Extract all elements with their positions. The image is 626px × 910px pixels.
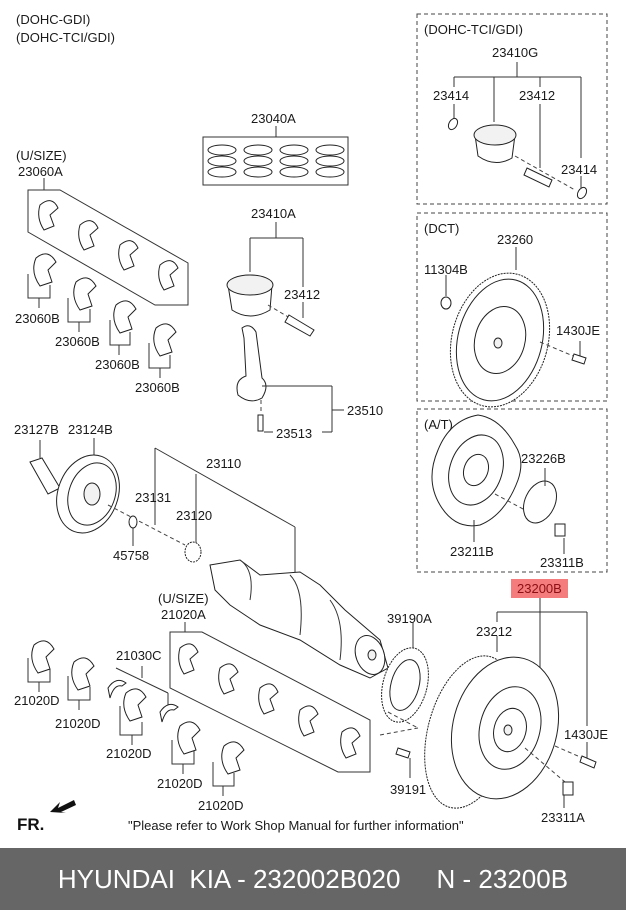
footer-part-text: HYUNDAI KIA - 232002B020 N - 23200B [57,863,569,894]
part-label-21020D-2[interactable]: 21020D [55,716,101,731]
part-label-1430JE-dct[interactable]: 1430JE [556,323,601,338]
piston-conrod-drawing [226,222,344,433]
part-label-23124B[interactable]: 23124B [68,422,113,437]
part-label-23040A[interactable]: 23040A [251,111,296,126]
part-label-21020D-3[interactable]: 21020D [106,746,152,761]
part-label-23513[interactable]: 23513 [276,426,313,441]
group-title-dct: (DCT) [424,221,460,236]
part-label-23410A[interactable]: 23410A [251,206,296,221]
part-label-23120[interactable]: 23120 [176,508,213,523]
part-label-39191[interactable]: 39191 [390,782,427,797]
tci-piston-leaders [453,62,582,188]
part-label-21020D-1[interactable]: 21020D [14,693,60,708]
group-title-tci-gdi: (DOHC-TCI/GDI) [424,22,523,37]
front-direction-arrow-icon [50,800,76,813]
part-label-23510[interactable]: 23510 [347,403,384,418]
variant-label-tci-gdi: (DOHC-TCI/GDI) [16,30,115,45]
part-label-21020D-5[interactable]: 21020D [198,798,244,813]
part-label-23060B-2[interactable]: 23060B [55,334,100,349]
dct-flywheel-drawing [440,247,587,408]
parts-diagram: (DOHC-GDI) (DOHC-TCI/GDI) (DOHC-TCI/GDI)… [14,12,609,834]
reluctor-drawing [379,622,429,778]
part-label-23060B-3[interactable]: 23060B [95,357,140,372]
part-label-23414-right[interactable]: 23414 [561,162,598,177]
part-label-23060B-1[interactable]: 23060B [15,311,60,326]
part-label-11304B[interactable]: 11304B [424,262,468,277]
part-label-23127B[interactable]: 23127B [14,422,59,437]
variant-label-gdi: (DOHC-GDI) [16,12,91,27]
group-title-at: (A/T) [424,417,453,432]
part-label-23414-left[interactable]: 23414 [433,88,470,103]
tci-piston-drawing [447,117,588,200]
part-label-39190A[interactable]: 39190A [387,611,432,626]
pulley-crank-drawing [29,438,389,679]
part-label-23060B-4[interactable]: 23060B [135,380,180,395]
part-label-23212[interactable]: 23212 [476,624,513,639]
part-label-23412[interactable]: 23412 [284,287,321,302]
workshop-manual-note: "Please refer to Work Shop Manual for fu… [128,818,464,833]
part-label-23211B[interactable]: 23211B [450,544,494,559]
part-label-21020D-4[interactable]: 21020D [157,776,203,791]
part-label-45758[interactable]: 45758 [113,548,150,563]
piston-rings-drawing [202,126,349,186]
diagram-drawing [27,13,608,813]
part-label-21020A[interactable]: 21020A [161,607,206,622]
part-label-21030C[interactable]: 21030C [116,648,162,663]
usize-label-top: (U/SIZE) [16,148,67,163]
part-label-23412-tci[interactable]: 23412 [519,88,556,103]
part-label-23226B[interactable]: 23226B [521,451,566,466]
part-label-23311B[interactable]: 23311B [540,555,584,570]
part-label-23110[interactable]: 23110 [206,456,242,471]
rod-bearing-set-drawing [27,178,189,378]
part-label-23060A[interactable]: 23060A [18,164,63,179]
flywheel-assy-drawing [424,598,597,809]
tci-gdi-group-box [416,13,608,205]
front-orientation-label: FR. [17,815,45,834]
main-bearings-drawing [27,622,371,796]
part-label-23260[interactable]: 23260 [497,232,534,247]
usize-label-bottom: (U/SIZE) [158,591,209,606]
at-driveplate-drawing [431,414,566,554]
part-label-23200B-highlighted[interactable]: 23200B [511,579,568,598]
part-label-23311A[interactable]: 23311A [541,810,585,825]
part-label-1430JE[interactable]: 1430JE [564,727,609,742]
part-number-footer: HYUNDAI KIA - 232002B020 N - 23200B [0,848,626,910]
part-label-23131[interactable]: 23131 [135,490,172,505]
at-group-box [416,408,608,573]
part-label-23410G[interactable]: 23410G [492,45,539,60]
